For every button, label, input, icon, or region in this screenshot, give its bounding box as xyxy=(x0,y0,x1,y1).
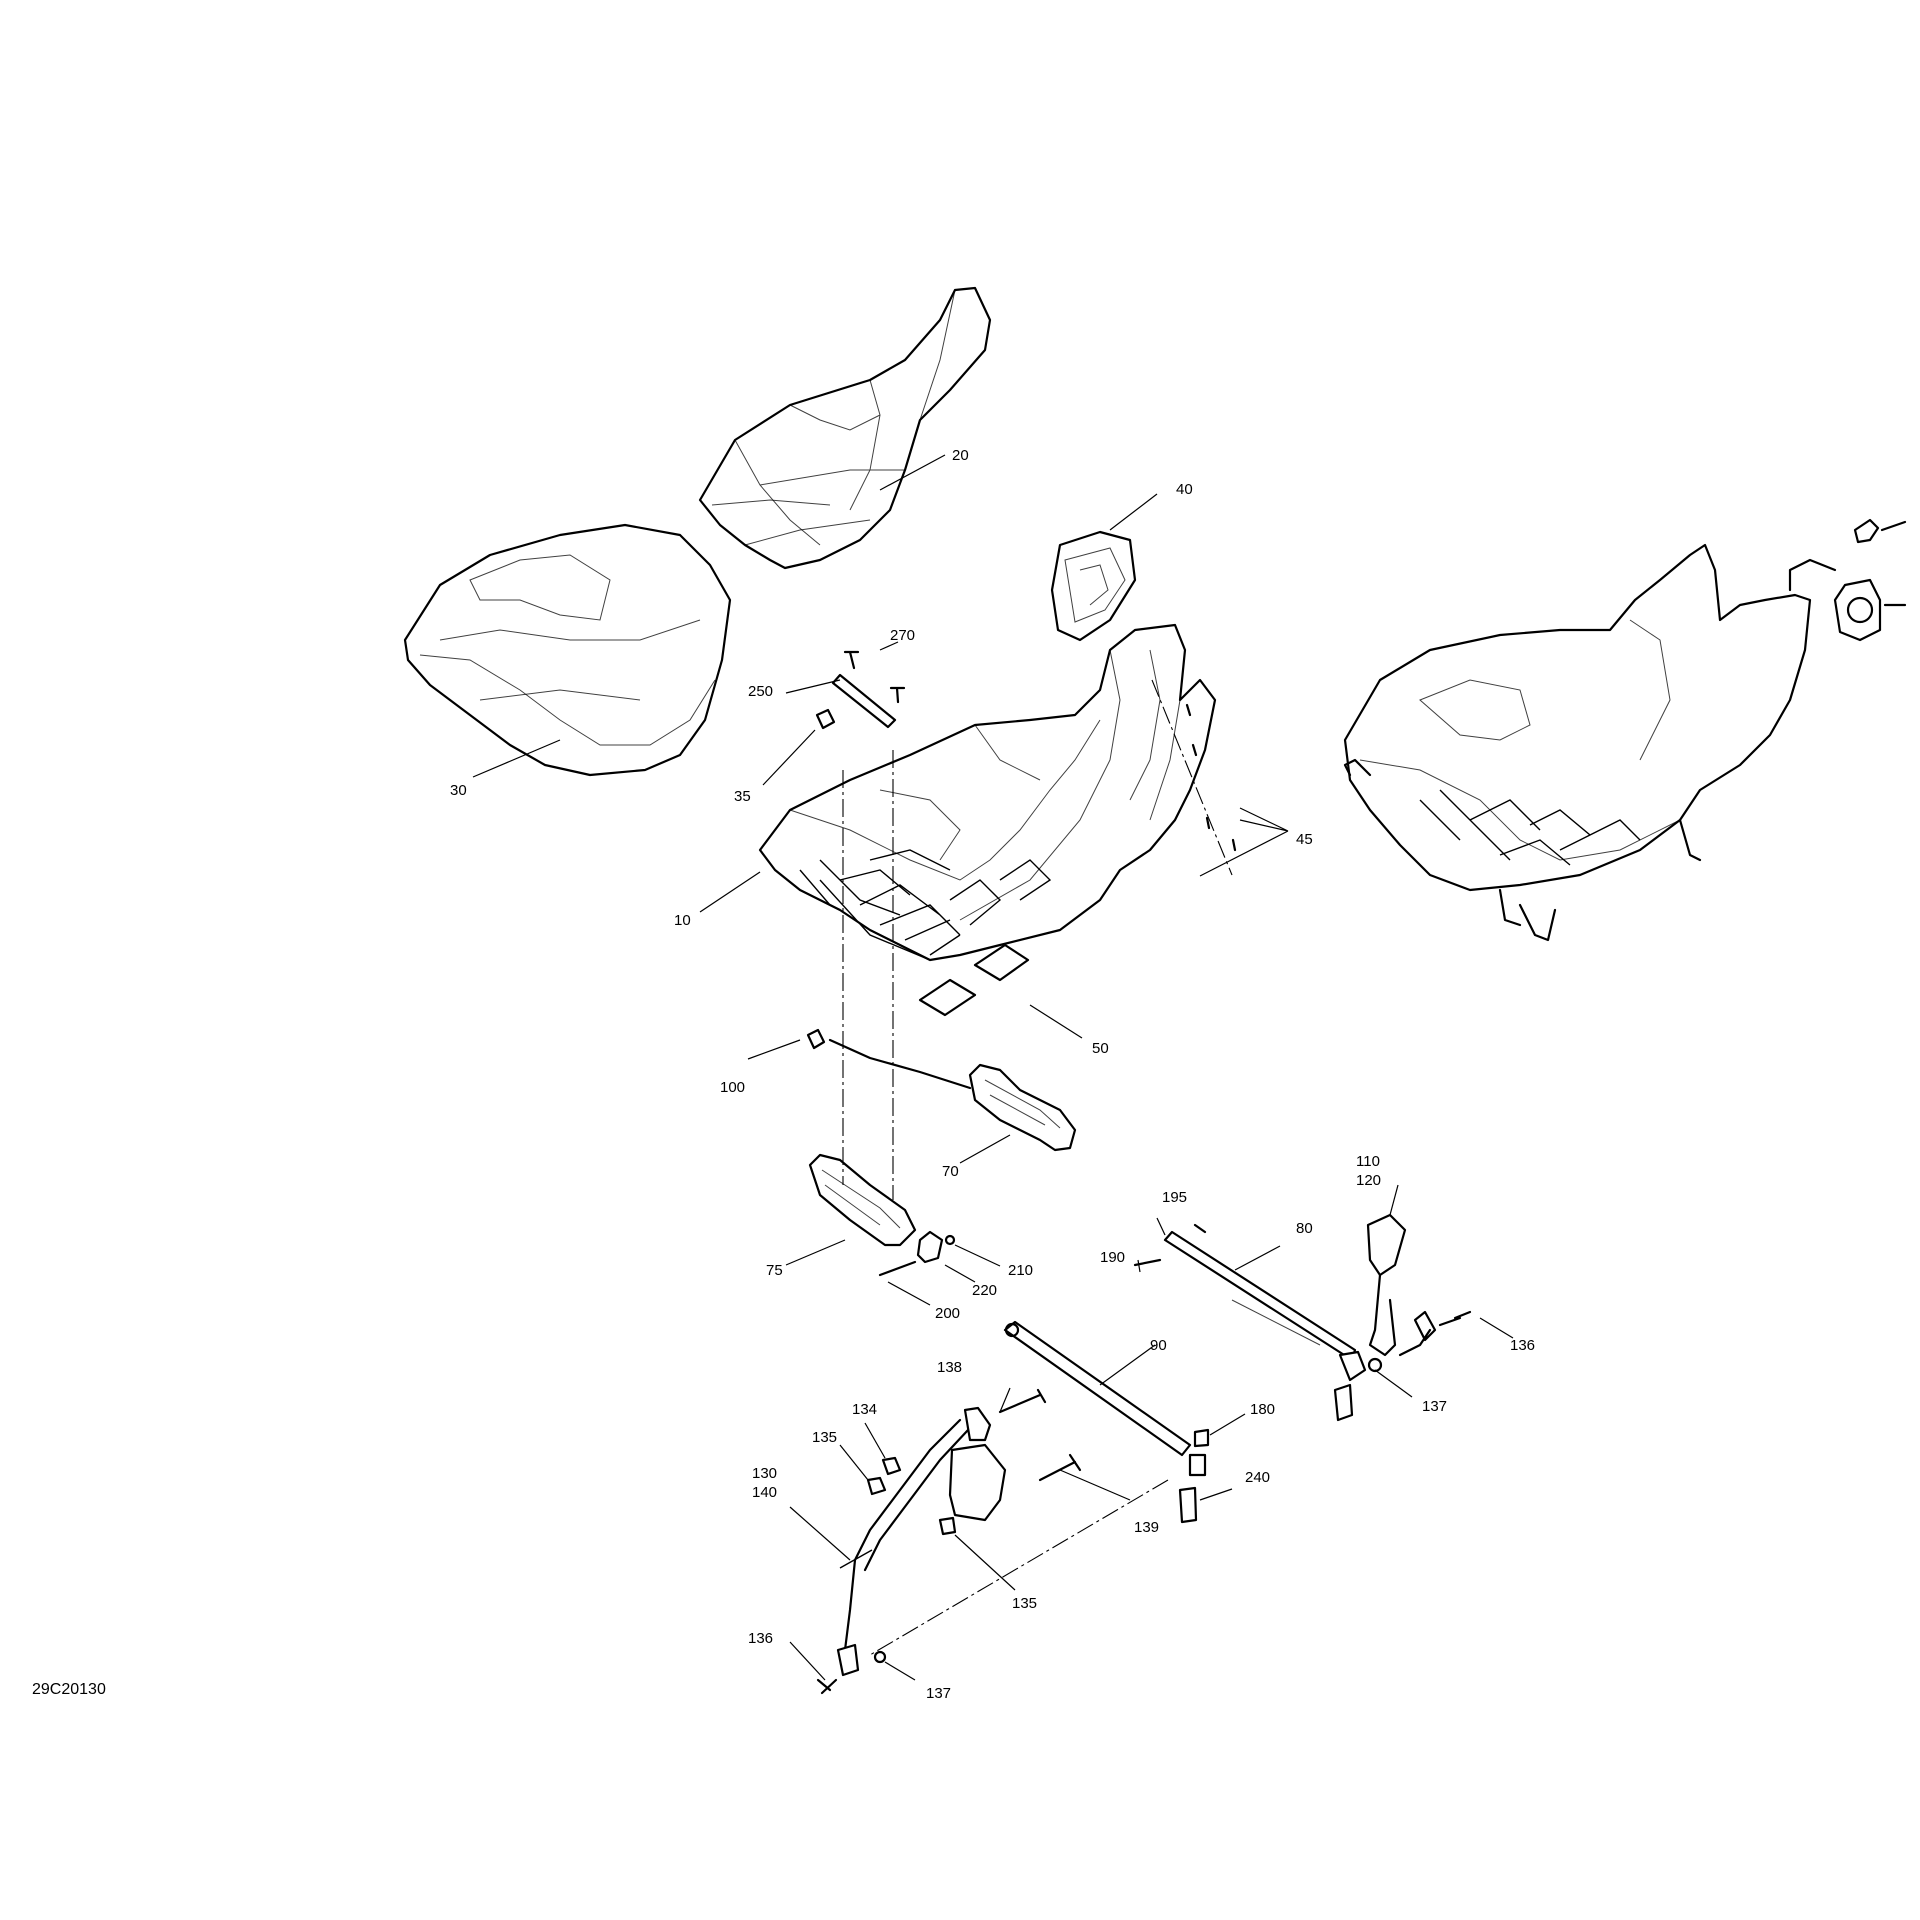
seat-cushion-part xyxy=(403,523,732,777)
callout-137-bottom: 137 xyxy=(926,1685,951,1702)
callout-80: 80 xyxy=(1296,1220,1313,1237)
callout-134: 134 xyxy=(852,1401,877,1418)
callout-130: 130 xyxy=(752,1465,777,1482)
callout-140: 140 xyxy=(752,1484,777,1501)
callout-100: 100 xyxy=(720,1079,745,1096)
callout-75: 75 xyxy=(766,1262,783,1279)
callout-90: 90 xyxy=(1150,1337,1167,1354)
callout-labels: 20 40 270 250 35 30 45 10 50 100 70 110 … xyxy=(32,447,1535,1702)
callout-190: 190 xyxy=(1100,1249,1125,1266)
callout-137-right: 137 xyxy=(1422,1398,1447,1415)
callout-20: 20 xyxy=(952,447,969,464)
callout-139: 139 xyxy=(1134,1519,1159,1536)
callout-45: 45 xyxy=(1296,831,1313,848)
callout-210: 210 xyxy=(1008,1262,1033,1279)
callout-250: 250 xyxy=(748,683,773,700)
assembly-lines xyxy=(842,679,1233,1656)
diagram-reference-code: 29C20130 xyxy=(32,1681,106,1698)
callout-200: 200 xyxy=(935,1305,960,1322)
callout-110: 110 xyxy=(1356,1153,1380,1170)
small-parts xyxy=(806,650,1472,1695)
callout-10: 10 xyxy=(674,912,691,929)
callout-220: 220 xyxy=(972,1282,997,1299)
leader-lines xyxy=(472,454,1514,1681)
callout-70: 70 xyxy=(942,1163,959,1180)
callout-240: 240 xyxy=(1245,1469,1270,1486)
callout-40: 40 xyxy=(1176,481,1193,498)
callout-35: 35 xyxy=(734,788,751,805)
callout-30: 30 xyxy=(450,782,467,799)
callout-50: 50 xyxy=(1092,1040,1109,1057)
assembled-seat-view xyxy=(1343,518,1907,942)
callout-138: 138 xyxy=(937,1359,962,1376)
callout-180: 180 xyxy=(1250,1401,1275,1418)
callout-270: 270 xyxy=(890,627,915,644)
callout-136-right: 136 xyxy=(1510,1337,1535,1354)
headrest-pad-part xyxy=(1050,530,1137,642)
callout-135-lower: 135 xyxy=(1012,1595,1037,1612)
backrest-cushion-part xyxy=(698,286,992,570)
callout-120: 120 xyxy=(1356,1172,1381,1189)
callout-195: 195 xyxy=(1162,1189,1187,1206)
seat-frame-part xyxy=(758,623,1217,962)
callout-136-bottom: 136 xyxy=(748,1630,773,1647)
callout-135-upper: 135 xyxy=(812,1429,837,1446)
